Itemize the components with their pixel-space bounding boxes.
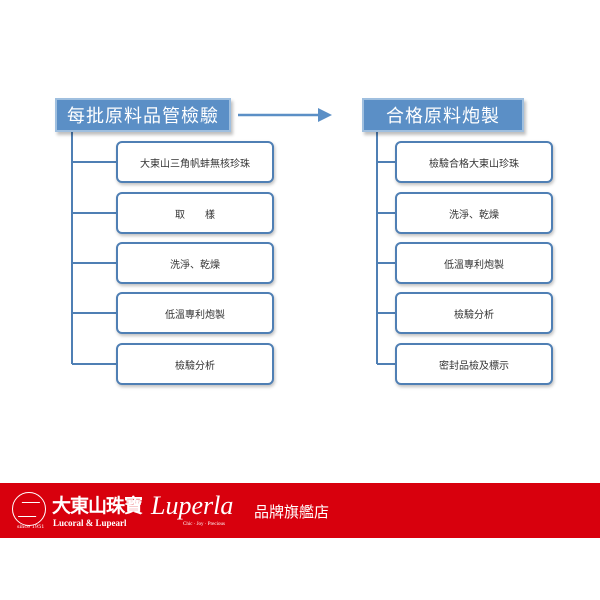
left-step-1: 大東山三角帆蚌無核珍珠 [116,141,274,183]
brand-name-chinese: 大東山珠寶 [52,495,143,517]
brand-footer-banner: since 1951 大東山珠寶 Lucoral & Lupearl Luper… [0,483,600,538]
right-step-2: 洗淨、乾燥 [395,192,553,234]
right-header: 合格原料炮製 [362,98,524,132]
left-header: 每批原料品管檢驗 [55,98,231,132]
right-step-4: 檢驗分析 [395,292,553,334]
luperla-tagline: Chic · Joy · Precious [183,522,225,527]
flagship-store-label: 品牌旗艦店 [254,503,330,521]
left-step-2: 取 樣 [116,192,274,234]
right-step-3: 低溫專利炮製 [395,242,553,284]
logo-since-text: since 1951 [17,524,45,530]
luperla-logo: Luperla [151,491,234,520]
left-step-4: 低溫專利炮製 [116,292,274,334]
flow-arrow-icon [238,108,332,122]
brand-logo-icon [12,492,46,526]
brand-name-english: Lucoral & Lupearl [53,518,127,528]
right-step-5: 密封品檢及標示 [395,343,553,385]
left-step-3: 洗淨、乾燥 [116,242,274,284]
right-step-1: 檢驗合格大東山珍珠 [395,141,553,183]
left-step-5: 檢驗分析 [116,343,274,385]
